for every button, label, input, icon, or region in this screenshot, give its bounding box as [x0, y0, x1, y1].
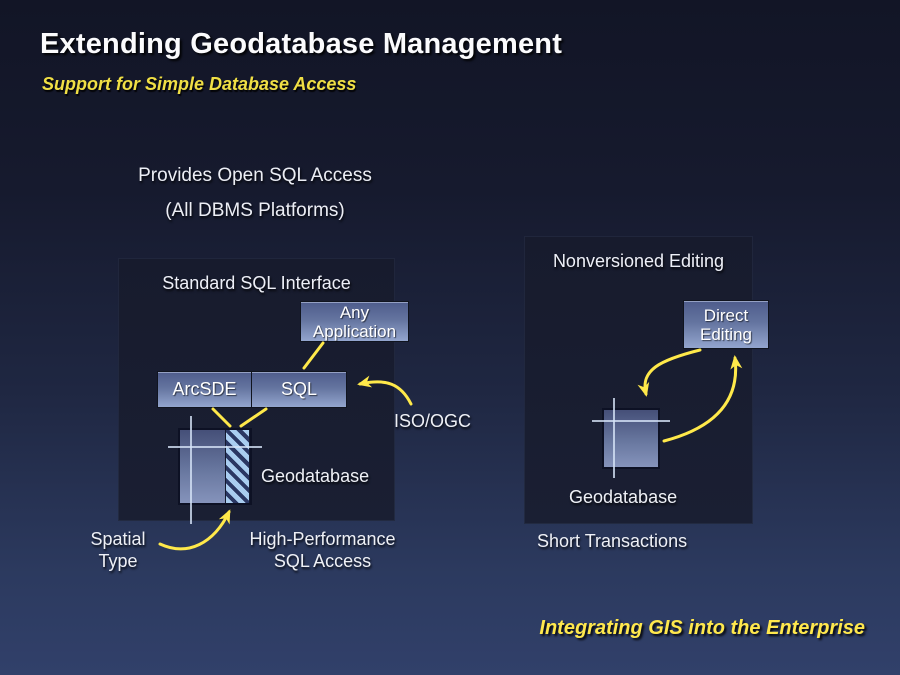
short-transactions-label: Short Transactions [537, 531, 688, 551]
crosshair-vertical-line [613, 398, 615, 478]
spatial-type-label: Spatial Type [90, 529, 146, 571]
left-panel-heading: Standard SQL Interface [162, 273, 351, 293]
spatial-type-hatch-column [225, 430, 250, 503]
high-performance-sql-access-label: High-Performance SQL Access [249, 529, 396, 571]
crosshair-horizontal-line [168, 446, 262, 448]
intro-text: Provides Open SQL Access (All DBMS Platf… [96, 158, 414, 228]
sql-box: SQL [251, 371, 347, 408]
geodatabase-icon [602, 408, 660, 469]
arcsde-box: ArcSDE [157, 371, 252, 408]
nonversioned-editing-panel: Nonversioned Editing [524, 236, 753, 524]
geodatabase-label-left: Geodatabase [261, 466, 370, 486]
crosshair-vertical-line [190, 416, 192, 524]
slide-subtitle: Support for Simple Database Access [42, 74, 357, 94]
footer-tagline: Integrating GIS into the Enterprise [539, 617, 865, 639]
intro-line-2: (All DBMS Platforms) [165, 200, 345, 221]
crosshair-horizontal-line [592, 420, 670, 422]
right-panel-heading: Nonversioned Editing [552, 251, 725, 271]
iso-ogc-label: ISO/OGC [394, 411, 472, 431]
any-application-box: Any Application [300, 301, 409, 342]
direct-editing-box: Direct Editing [683, 300, 769, 349]
slide-title: Extending Geodatabase Management [40, 28, 563, 60]
geodatabase-label-right: Geodatabase [569, 487, 678, 507]
intro-line-1: Provides Open SQL Access [138, 165, 372, 186]
